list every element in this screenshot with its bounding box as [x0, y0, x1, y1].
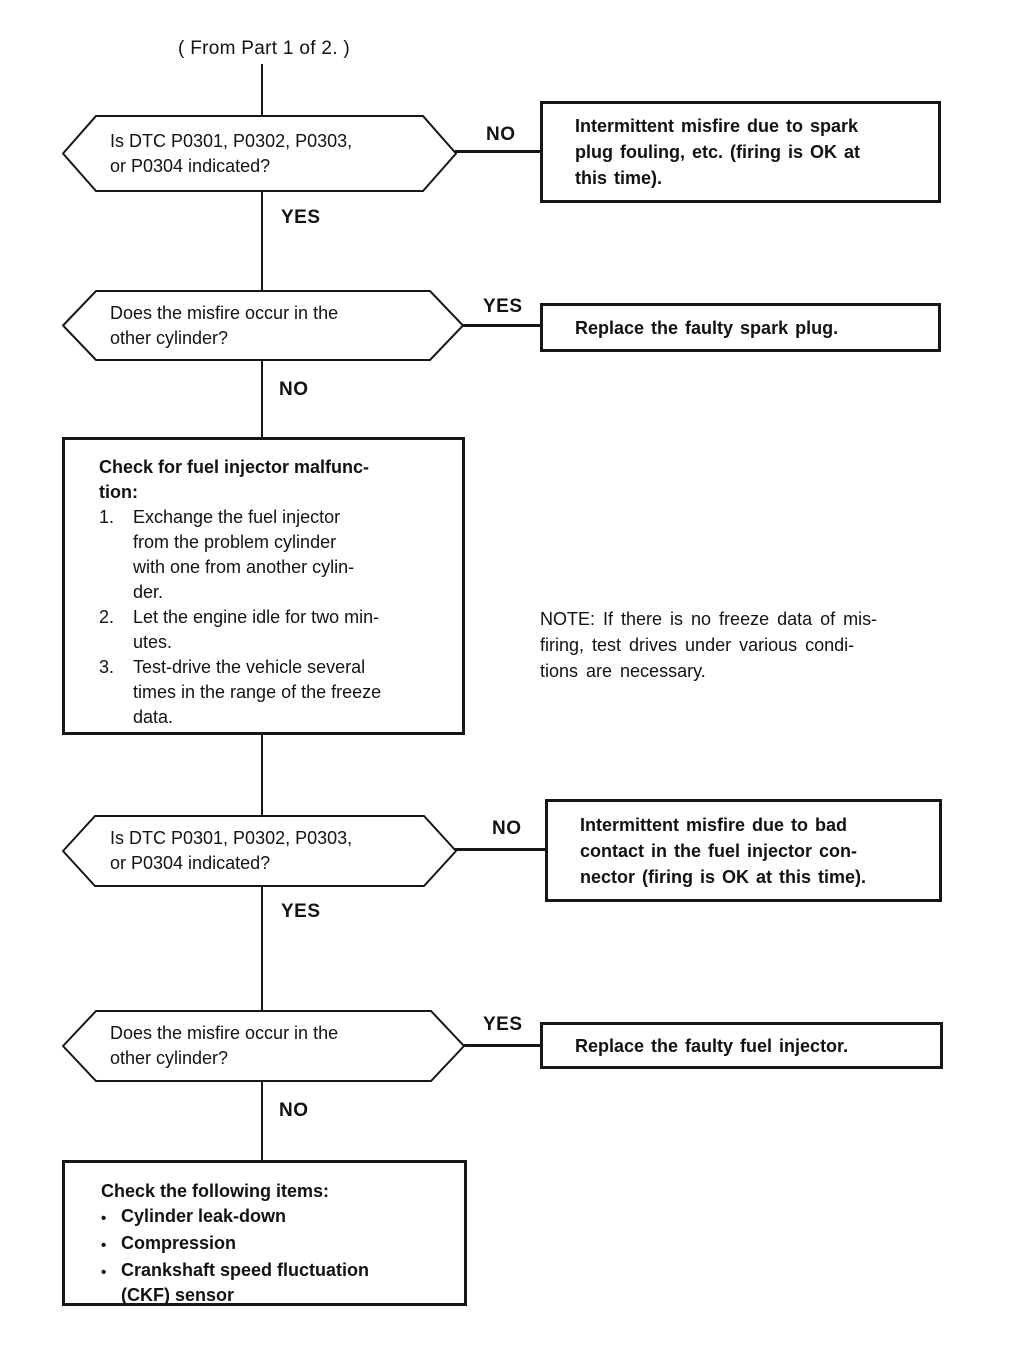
decision-dtc-indicated-1: Is DTC P0301, P0302, P0303, or P0304 ind… [62, 115, 457, 192]
process-step-3: 3. Test-drive the vehicle several times … [99, 655, 442, 730]
process-final-check-items: Check the following items: • Cylinder le… [62, 1160, 467, 1306]
branch-label-yes-1: YES [281, 207, 321, 228]
bullet-icon: • [101, 1237, 107, 1254]
note-freeze-data: NOTE: If there is no freeze data of mis-… [540, 609, 878, 681]
connector-decision4-yes [463, 1044, 542, 1047]
process-step-2: 2. Let the engine idle for two min- utes… [99, 605, 442, 655]
process-fuel-injector-title: Check for fuel injector malfunc- tion: [99, 457, 370, 502]
bullet-icon: • [101, 1264, 107, 1281]
branch-label-no-3: NO [492, 818, 522, 839]
connector-decision3-yes [261, 887, 263, 1010]
check-item-ckf-sensor: • Crankshaft speed fluctuation (CKF) sen… [101, 1258, 448, 1308]
connector-decision2-yes [462, 324, 542, 327]
connector-decision1-yes [261, 192, 263, 290]
check-item-text: Compression [121, 1233, 237, 1253]
branch-label-yes-4: YES [483, 1014, 523, 1035]
connector-decision1-no [455, 150, 542, 153]
bullet-icon: • [101, 1210, 107, 1227]
decision-dtc-indicated-1-text: Is DTC P0301, P0302, P0303, or P0304 ind… [110, 130, 353, 176]
connector-decision2-no [261, 361, 263, 437]
from-part-label: ( From Part 1 of 2. ) [178, 38, 351, 59]
check-item-text: Crankshaft speed fluctuation (CKF) senso… [121, 1260, 370, 1305]
hexagon-shape [62, 115, 457, 192]
step-text: Test-drive the vehicle several times in … [133, 657, 382, 727]
connector-process1-to-decision3 [261, 735, 263, 815]
result-replace-spark-plug: Replace the faulty spark plug. [540, 303, 941, 352]
hexagon-shape [62, 815, 457, 887]
check-item-leak-down: • Cylinder leak-down [101, 1204, 448, 1231]
step-text: Exchange the fuel injector from the prob… [133, 507, 355, 602]
final-check-title: Check the following items: [101, 1181, 330, 1201]
decision-dtc-indicated-2-text: Is DTC P0301, P0302, P0303, or P0304 ind… [110, 828, 353, 873]
branch-label-yes-2: YES [483, 296, 523, 317]
process-step-1: 1. Exchange the fuel injector from the p… [99, 505, 442, 605]
check-item-compression: • Compression [101, 1231, 448, 1258]
branch-label-no-2: NO [279, 379, 309, 400]
decision-misfire-other-cylinder-2: Does the misfire occur in the other cyli… [62, 1010, 465, 1082]
branch-label-yes-3: YES [281, 901, 321, 922]
branch-label-no-4: NO [279, 1100, 309, 1121]
step-text: Let the engine idle for two min- utes. [133, 607, 380, 652]
decision-misfire-other-cylinder-2-text: Does the misfire occur in the other cyli… [110, 1023, 339, 1068]
connector-decision3-no [455, 848, 547, 851]
decision-misfire-other-cylinder-1-text: Does the misfire occur in the other cyli… [110, 302, 339, 348]
connector-decision4-no [261, 1082, 263, 1160]
check-item-text: Cylinder leak-down [121, 1206, 287, 1226]
decision-dtc-indicated-2: Is DTC P0301, P0302, P0303, or P0304 ind… [62, 815, 457, 887]
result-spark-plug-intermittent: Intermittent misfire due to spark plug f… [540, 101, 941, 203]
connector-from-to-decision1 [261, 64, 263, 116]
step-number: 1. [99, 507, 115, 527]
branch-label-no-1: NO [486, 124, 516, 145]
result-injector-connector-intermittent: Intermittent misfire due to bad contact … [545, 799, 942, 902]
process-fuel-injector-check: Check for fuel injector malfunc- tion: 1… [62, 437, 465, 735]
decision-misfire-other-cylinder-1: Does the misfire occur in the other cyli… [62, 290, 464, 361]
result-replace-fuel-injector: Replace the faulty fuel injector. [540, 1022, 943, 1069]
step-number: 2. [99, 607, 115, 627]
step-number: 3. [99, 657, 115, 677]
